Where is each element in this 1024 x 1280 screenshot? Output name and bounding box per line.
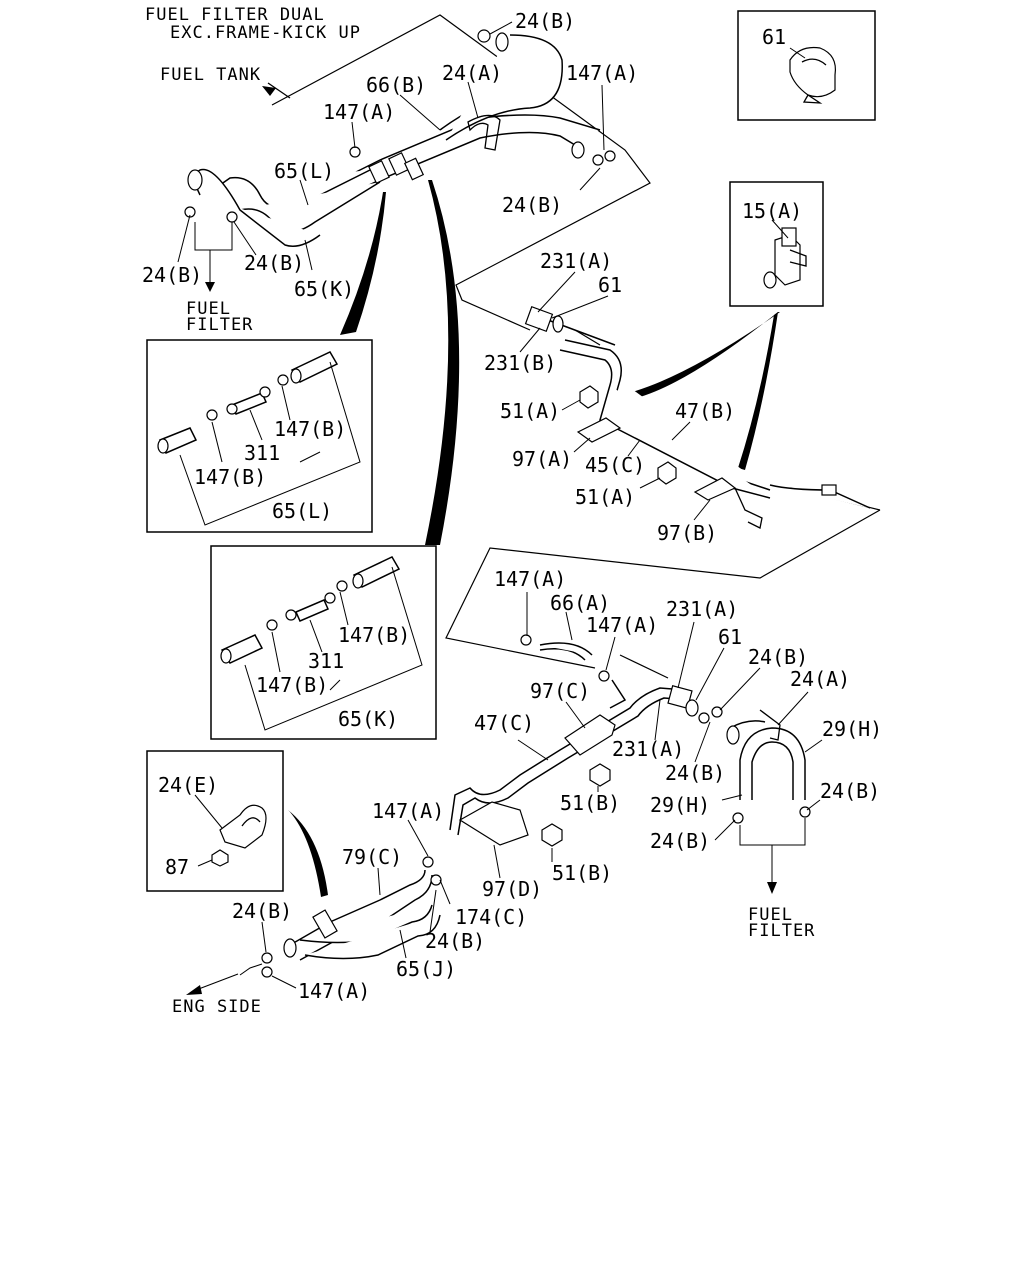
label-65l-top: 65(L) — [274, 159, 334, 183]
caption-fuel-filter-bottom-line2: FILTER — [748, 921, 815, 941]
label-61-1: 61 — [598, 273, 622, 297]
label-51a-2: 51(A) — [575, 485, 635, 509]
label-box2-147b-left: 147(B) — [256, 673, 328, 697]
caption-eng-side: ENG SIDE — [172, 997, 262, 1017]
leader-lines-top — [177, 21, 605, 292]
label-65j: 65(J) — [396, 957, 456, 981]
clip-61-icon — [789, 46, 837, 104]
label-inset-61: 61 — [762, 25, 786, 49]
front-pipe-assembly-47c — [449, 634, 811, 894]
connector-15a-icon — [763, 219, 807, 289]
leader-lines-mid-right — [519, 271, 711, 521]
label-147a-top-right: 147(A) — [566, 61, 638, 85]
label-inset-24e: 24(E) — [158, 773, 218, 797]
detail-65l-parts — [157, 351, 361, 526]
callout-labels: 24(B) 24(A) 66(B) 147(A) 147(A) 65(L) 24… — [142, 9, 882, 1003]
detail-box-65l — [146, 339, 373, 533]
label-24b-r4: 24(B) — [650, 829, 710, 853]
label-231a-3: 231(A) — [612, 737, 684, 761]
inset-box-24e — [146, 750, 284, 892]
label-97b: 97(B) — [657, 521, 717, 545]
label-231a-1: 231(A) — [540, 249, 612, 273]
label-45c: 45(C) — [585, 453, 645, 477]
label-24b-mid: 24(B) — [502, 193, 562, 217]
label-79c: 79(C) — [342, 845, 402, 869]
label-66b: 66(B) — [366, 73, 426, 97]
caption-fuel-filter-top-line2: FILTER — [186, 315, 253, 335]
label-147a-bottom: 147(A) — [298, 979, 370, 1003]
label-box1-311: 311 — [244, 441, 280, 465]
inset-box-15a — [729, 181, 824, 307]
leader-lines-lower-right — [517, 592, 823, 841]
label-24b-low: 24(B) — [232, 899, 292, 923]
engine-side-hoses — [261, 856, 442, 978]
label-51b-2: 51(B) — [552, 861, 612, 885]
label-147a-low: 147(A) — [372, 799, 444, 823]
assembly-boundary-lines — [271, 14, 881, 679]
upper-fuel-pipes — [184, 29, 616, 247]
label-box2-311: 311 — [308, 649, 344, 673]
label-147a-mid2: 147(A) — [586, 613, 658, 637]
label-24a-r: 24(A) — [790, 667, 850, 691]
label-147a-mid: 147(A) — [494, 567, 566, 591]
label-97a: 97(A) — [512, 447, 572, 471]
label-box1-147b-left: 147(B) — [194, 465, 266, 489]
caption-fuel-filter-top-line1: FUEL — [186, 299, 231, 319]
caption-fuel-filter-dual: FUEL FILTER DUAL — [145, 5, 325, 25]
label-24a-top: 24(A) — [442, 61, 502, 85]
label-24b-r1: 24(B) — [748, 645, 808, 669]
label-box2-65k: 65(K) — [338, 707, 398, 731]
label-24b-top: 24(B) — [515, 9, 575, 33]
caption-fuel-tank: FUEL TANK — [160, 65, 261, 85]
label-97d: 97(D) — [482, 877, 542, 901]
label-24b-left2: 24(B) — [244, 251, 304, 275]
inset-box-61 — [737, 10, 876, 121]
label-97c: 97(C) — [530, 679, 590, 703]
caption-exc-frame-kick-up: EXC.FRAME-KICK UP — [170, 23, 361, 43]
rear-pipe-assembly-47b — [524, 306, 871, 529]
label-24b-left: 24(B) — [142, 263, 202, 287]
label-29h-2: 29(H) — [650, 793, 710, 817]
label-24b-r2: 24(B) — [665, 761, 725, 785]
leader-lines-lower-left — [186, 819, 553, 995]
label-61-2: 61 — [718, 625, 742, 649]
label-29h-1: 29(H) — [822, 717, 882, 741]
label-147a-top-left: 147(A) — [323, 100, 395, 124]
label-51b-1: 51(B) — [560, 791, 620, 815]
label-231b: 231(B) — [484, 351, 556, 375]
label-174c: 174(C) — [455, 905, 527, 929]
label-66a: 66(A) — [550, 591, 610, 615]
label-24b-low2: 24(B) — [425, 929, 485, 953]
label-231a-2: 231(A) — [666, 597, 738, 621]
label-box1-65l: 65(L) — [272, 499, 332, 523]
label-24b-r3: 24(B) — [820, 779, 880, 803]
label-51a-1: 51(A) — [500, 399, 560, 423]
label-47b: 47(B) — [675, 399, 735, 423]
label-box2-147b-right: 147(B) — [338, 623, 410, 647]
clamp-24e-icon — [194, 794, 267, 867]
label-inset-87: 87 — [165, 855, 189, 879]
caption-fuel-filter-bottom-line1: FUEL — [748, 905, 793, 925]
label-47c: 47(C) — [474, 711, 534, 735]
arrow-to-fuel-tank — [262, 82, 291, 99]
detail-box-65k — [210, 545, 437, 740]
detail-65k-parts — [220, 556, 423, 731]
label-65k-top: 65(K) — [294, 277, 354, 301]
detail-callout-sweeps — [288, 180, 780, 897]
label-box1-147b-right: 147(B) — [274, 417, 346, 441]
label-inset-15a: 15(A) — [742, 199, 802, 223]
clamp-147a-icon — [349, 146, 361, 158]
